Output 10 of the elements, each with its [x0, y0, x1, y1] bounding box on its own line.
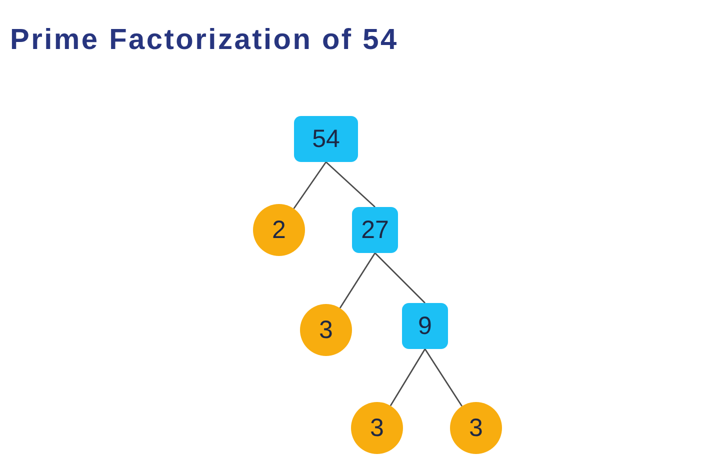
composite-number-box: 54 — [294, 116, 358, 162]
composite-number-box: 9 — [402, 303, 448, 349]
composite-number-box: 27 — [352, 207, 398, 253]
connector-line — [326, 161, 376, 208]
connector-line — [339, 252, 376, 308]
title: Prime Factorization of 54 — [10, 23, 398, 58]
connector-line — [374, 252, 426, 304]
connector-line — [424, 348, 462, 407]
connector-line — [390, 348, 426, 406]
connector-line — [293, 162, 327, 209]
